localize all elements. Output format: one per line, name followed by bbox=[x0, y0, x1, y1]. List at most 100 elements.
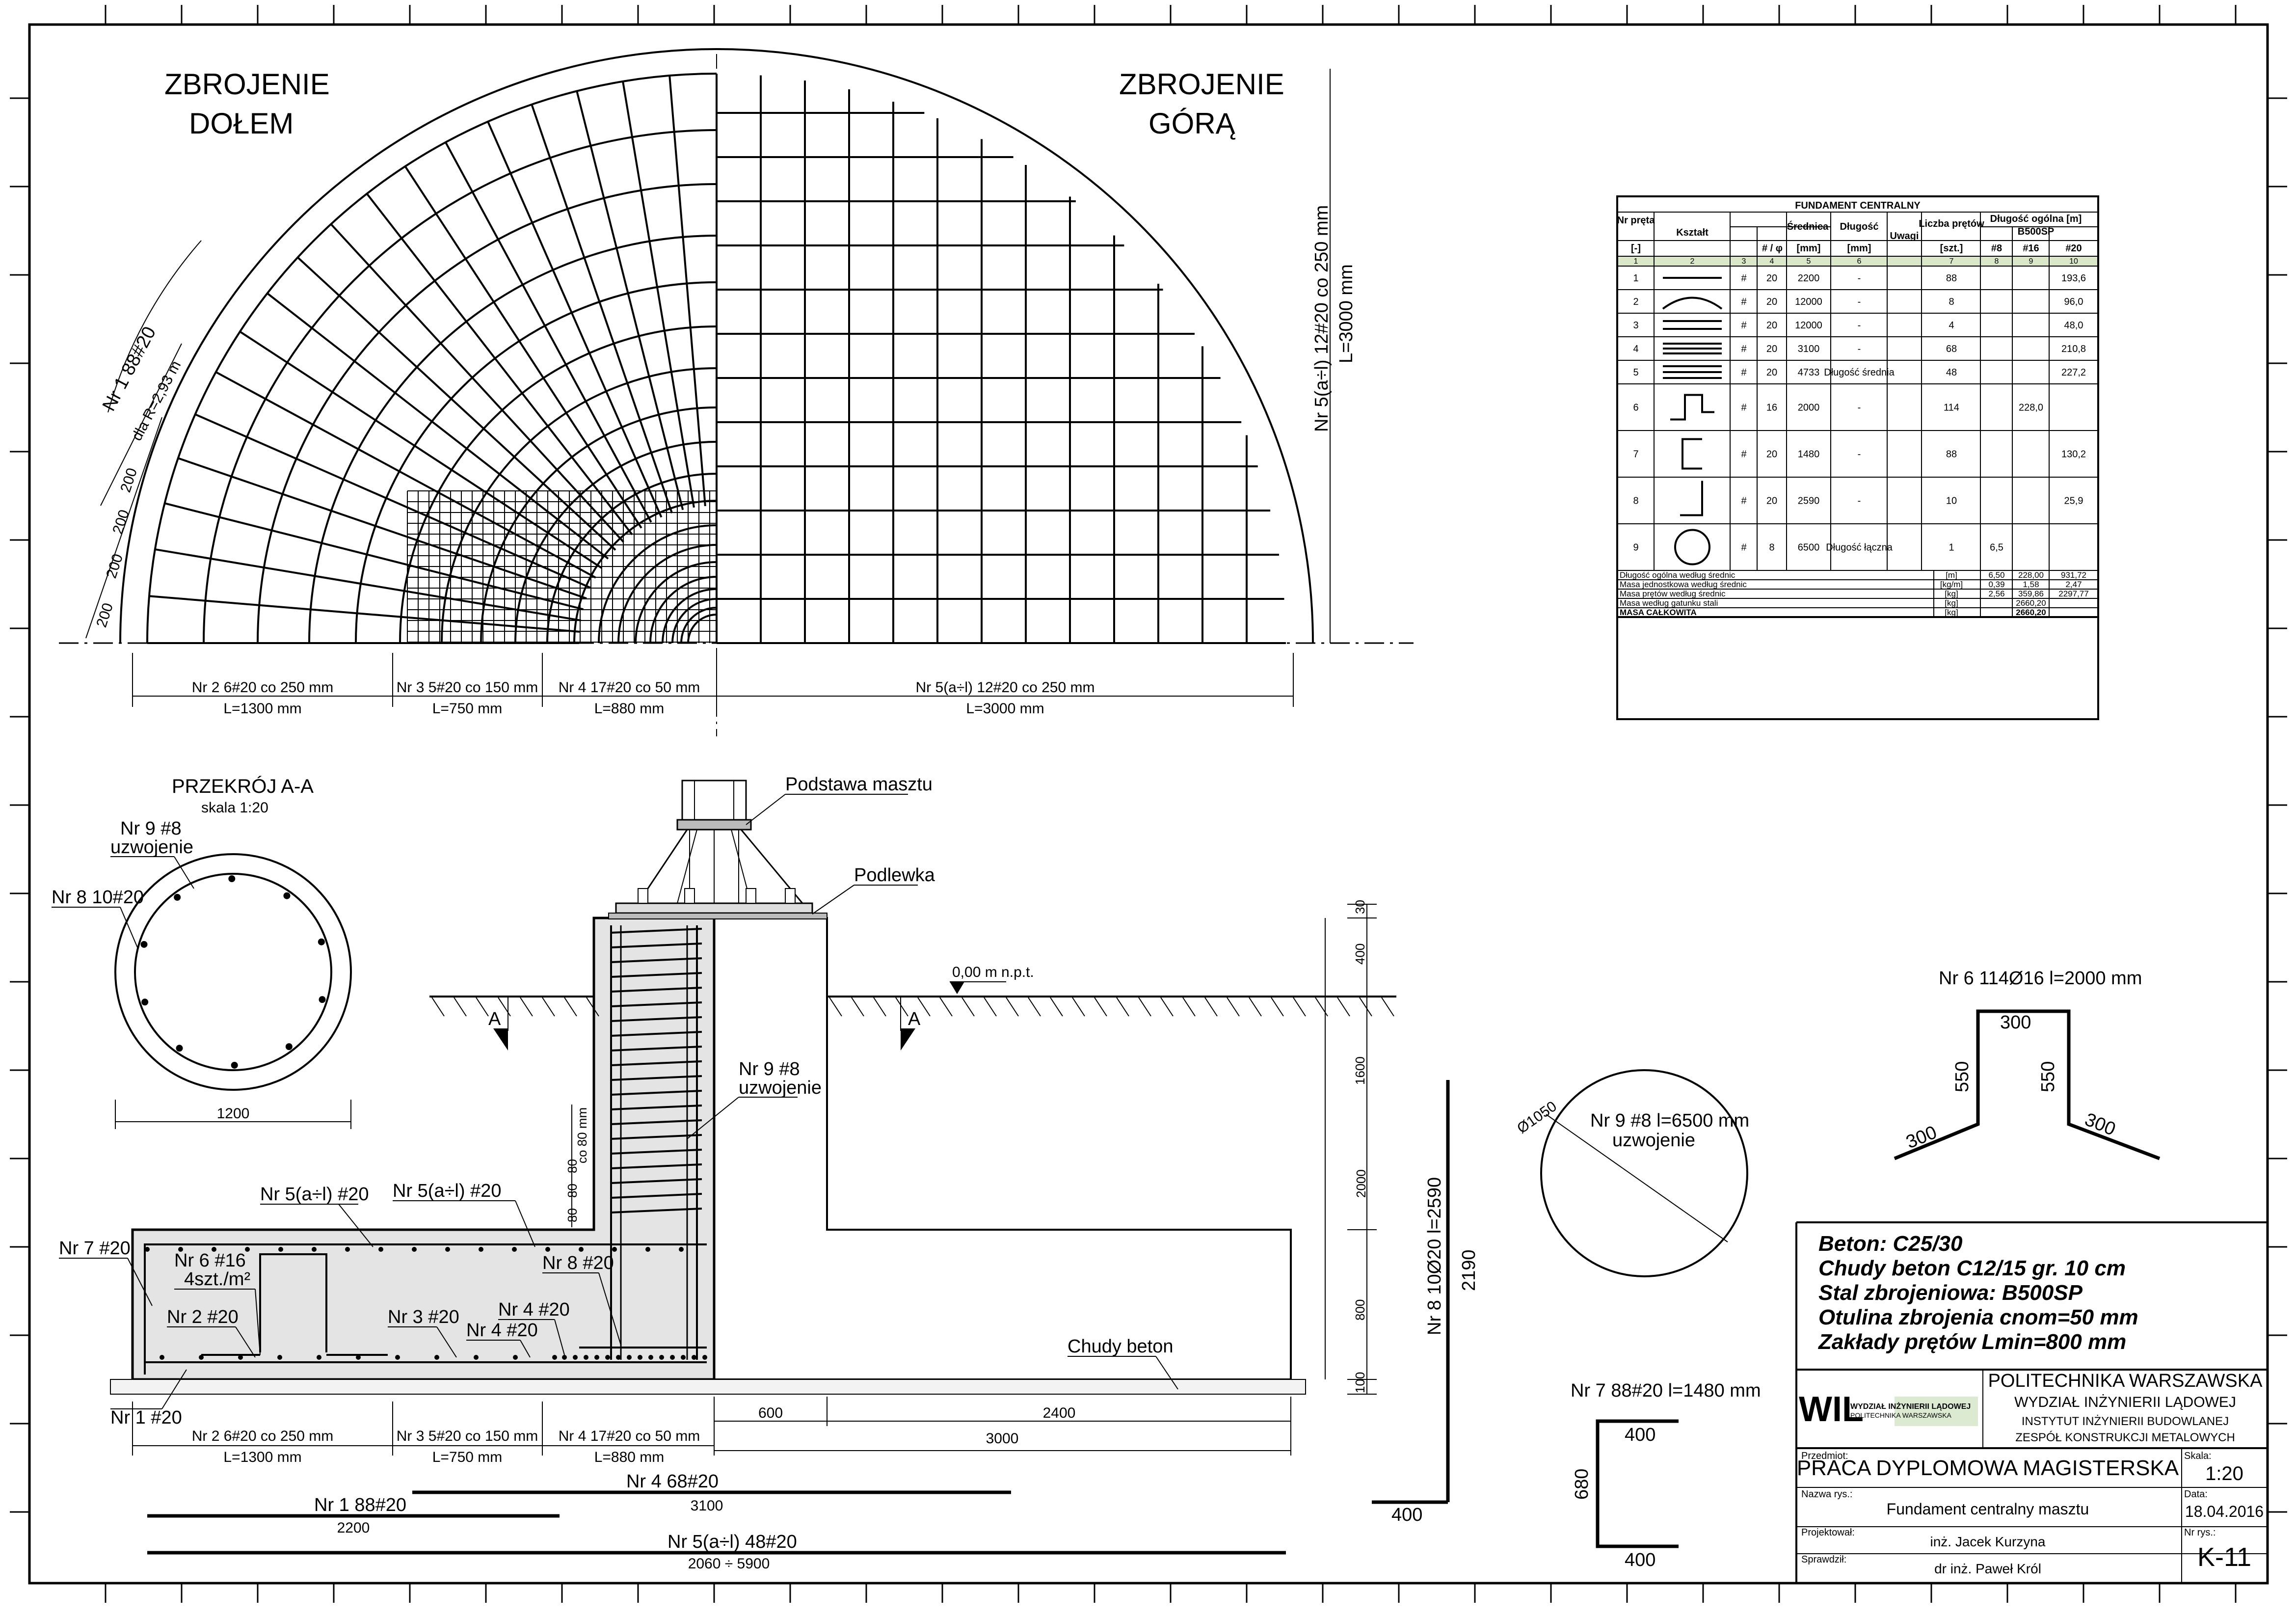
table-cell: 96,0 bbox=[2064, 297, 2083, 307]
ring-bar bbox=[441, 367, 717, 644]
hatch bbox=[895, 997, 908, 1017]
rebar-dot bbox=[584, 1355, 588, 1360]
radial-bar bbox=[531, 104, 673, 513]
bottom-dim-label: 3000 bbox=[986, 1430, 1019, 1447]
bar-nr9-shape bbox=[1540, 1069, 1748, 1277]
mast-base-label: Podstawa masztu bbox=[785, 774, 933, 795]
nr9-sub-label: uzwojenie bbox=[739, 1078, 822, 1098]
table-cell: 16 bbox=[1766, 403, 1777, 413]
drawing-no: K-11 bbox=[2197, 1542, 2251, 1572]
radial-bar bbox=[155, 548, 582, 621]
rebar-dot bbox=[512, 1247, 517, 1252]
rebar-dot bbox=[513, 1355, 518, 1360]
ground-hatch bbox=[431, 997, 1394, 1017]
rebar-dot bbox=[238, 1355, 243, 1360]
rebar-dot bbox=[283, 892, 291, 899]
column-number: 10 bbox=[2069, 257, 2078, 266]
dim-top-label: Nr 5(a÷l) 12#20 co 250 mm bbox=[916, 679, 1095, 696]
summary-value: 2660,20 bbox=[2016, 608, 2046, 617]
table-cell: Długość średnia bbox=[1824, 367, 1895, 378]
col-header-grade: B500SP bbox=[2018, 226, 2055, 237]
table-cell: 1480 bbox=[1798, 449, 1820, 460]
table-cell: # bbox=[1741, 496, 1747, 507]
nr3-label: Nr 3 #20 bbox=[388, 1307, 459, 1327]
scale-label: Skala: bbox=[2184, 1451, 2212, 1461]
section-mark-left bbox=[493, 1028, 508, 1051]
table-title: FUNDAMENT CENTRALNY bbox=[1795, 200, 1921, 211]
nr9-detail-sub: uzwojenie bbox=[1612, 1130, 1695, 1151]
rebar-dot bbox=[245, 1247, 250, 1252]
top-reinforcement-grid bbox=[716, 74, 1286, 644]
right-vertical-label-2: L=3000 mm bbox=[1336, 264, 1357, 363]
small-dim-label: 80 bbox=[565, 1184, 580, 1198]
ring-bar bbox=[308, 235, 717, 644]
rebar-dot bbox=[679, 1247, 684, 1252]
radial-bar bbox=[366, 193, 633, 536]
table-cell: 1 bbox=[1633, 273, 1638, 284]
rebar-dot bbox=[616, 1355, 621, 1360]
table-cell: - bbox=[1858, 403, 1861, 413]
bar-shape bbox=[1662, 297, 1723, 310]
column-number: 7 bbox=[1949, 257, 1954, 266]
radial-bar bbox=[149, 595, 580, 633]
nr4-label: Nr 4 #20 bbox=[498, 1299, 570, 1320]
table-cell: # bbox=[1741, 344, 1747, 354]
rebar-dot bbox=[594, 1355, 599, 1360]
table-cell: 25,9 bbox=[2064, 496, 2083, 507]
rebar-dot bbox=[212, 1247, 216, 1252]
summary-unit: [kg] bbox=[1945, 608, 1958, 617]
hatch bbox=[1293, 997, 1306, 1017]
hatch bbox=[476, 997, 489, 1017]
radial-bar bbox=[576, 91, 684, 511]
bar-nr5-label: Nr 5(a÷l) 48#20 bbox=[667, 1532, 797, 1552]
spacing-dim-line bbox=[85, 417, 162, 639]
radial-bar bbox=[194, 413, 591, 589]
department-name: ZESPÓŁ KONSTRUKCJI METALOWYCH bbox=[2015, 1431, 2235, 1444]
radial-bar bbox=[239, 330, 602, 569]
bar-nr1-label: Nr 1 88#20 bbox=[314, 1495, 406, 1515]
column-number: 1 bbox=[1634, 257, 1638, 266]
ring-bar bbox=[399, 325, 717, 644]
top-view: ZBROJENIE DOŁEM ZBROJENIE GÓRĄ Nr 1 88#2… bbox=[59, 48, 1414, 736]
title-block: WIL WYDZIAŁ INŻYNIERII LĄDOWEJ POLITECHN… bbox=[1796, 1369, 2268, 1583]
table-cell: - bbox=[1858, 496, 1861, 507]
summary-label: Masa prętów według średnic bbox=[1620, 589, 1726, 598]
ring-bar bbox=[514, 441, 717, 644]
col-header-nr: Nr pręta bbox=[1617, 215, 1655, 226]
table-cell: 4733 bbox=[1798, 367, 1820, 378]
table-cell: 68 bbox=[1946, 344, 1957, 354]
table-cell: # bbox=[1741, 367, 1747, 378]
table-cell: 8 bbox=[1949, 297, 1954, 307]
rebar-dot bbox=[141, 998, 149, 1006]
dim-bottom-label: L=880 mm bbox=[594, 701, 665, 717]
hatch bbox=[1204, 997, 1218, 1017]
column-number: 9 bbox=[2029, 257, 2033, 266]
table-cell: # bbox=[1741, 273, 1747, 284]
summary-value: 2,56 bbox=[1988, 589, 2004, 598]
table-cell: 20 bbox=[1766, 320, 1777, 331]
hatch bbox=[939, 997, 953, 1017]
co80-label: co 80 mm bbox=[575, 1107, 589, 1163]
rebar-dot bbox=[174, 893, 181, 901]
summary-label: Masa według gatunku stali bbox=[1620, 598, 1718, 608]
ring-bar bbox=[203, 129, 717, 644]
spacing-label: 200 bbox=[103, 552, 126, 580]
rebar-dot bbox=[378, 1247, 383, 1252]
rebar-dot bbox=[231, 1061, 238, 1069]
small-dim-label: 80 bbox=[565, 1159, 580, 1173]
table-cell: - bbox=[1858, 449, 1861, 460]
hatch bbox=[1381, 997, 1394, 1017]
summary-value: 2660,20 bbox=[2016, 598, 2046, 608]
rebar-dot bbox=[318, 938, 325, 945]
institute-name: INSTYTUT INŻYNIERII BUDOWLANEJ bbox=[2022, 1415, 2229, 1428]
logo-graphic bbox=[1895, 1397, 1978, 1426]
nr6-dim: 550 bbox=[1952, 1061, 1973, 1092]
col-header-quantity: Liczba prętów bbox=[1919, 218, 1984, 229]
hatch bbox=[1160, 997, 1174, 1017]
table-cell: 2 bbox=[1633, 297, 1638, 307]
rebar-dot bbox=[160, 1355, 164, 1360]
radius-line bbox=[100, 343, 182, 506]
bar-shape bbox=[1680, 481, 1703, 516]
table-cell: 3 bbox=[1633, 320, 1638, 331]
rebar-dot bbox=[277, 1355, 282, 1360]
